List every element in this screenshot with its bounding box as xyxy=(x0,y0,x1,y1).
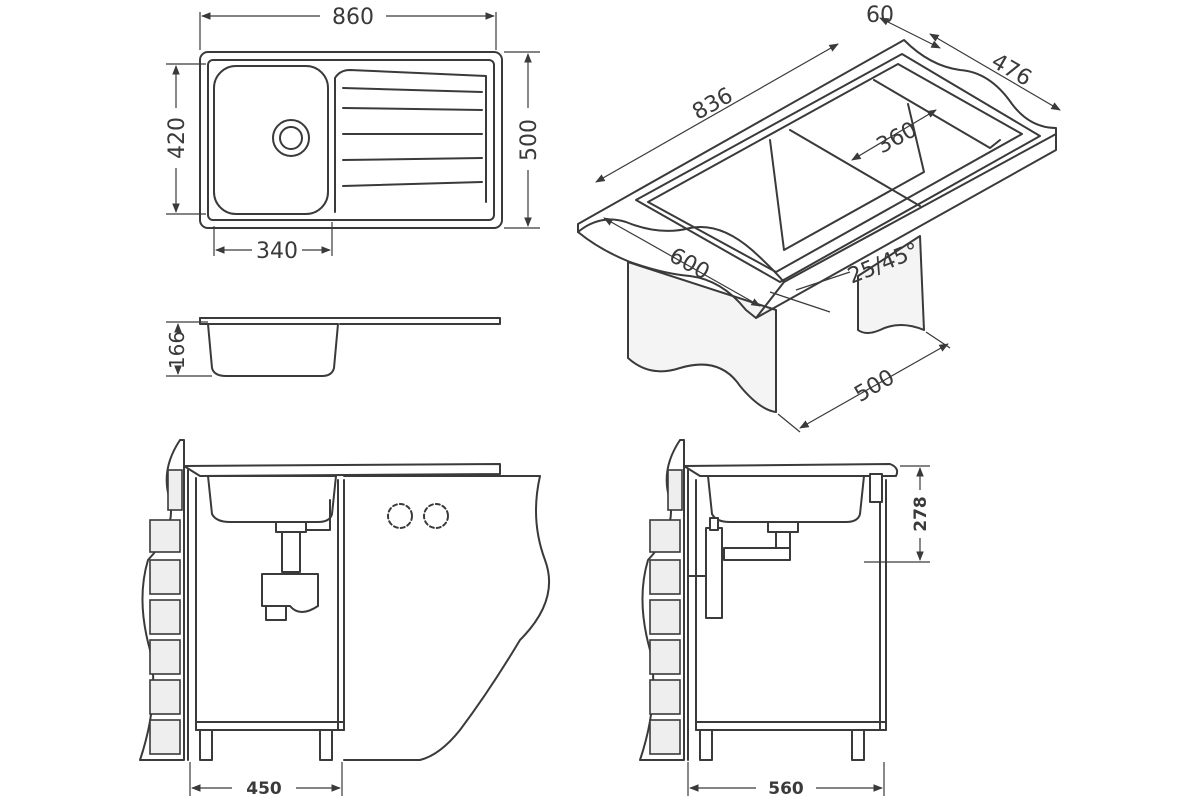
dim-side-depth: 166 xyxy=(165,331,189,369)
cabinet-foot xyxy=(199,729,213,761)
dim-side-view-height: 278 xyxy=(911,496,931,532)
side-cabinet-view: 278 560 xyxy=(639,439,931,799)
side-sink-bowl xyxy=(707,475,865,523)
top-view: 860 420 500 340 xyxy=(165,5,542,264)
dim-iso-offset: 60 xyxy=(866,3,894,28)
dim-iso-cabinet-depth: 500 xyxy=(850,365,899,408)
brick-wall-right xyxy=(639,439,685,761)
plumbing-icon xyxy=(687,517,799,619)
side-profile-view: 166 xyxy=(165,317,501,377)
cabinet-foot xyxy=(699,729,713,761)
iso-worktop xyxy=(577,39,1057,283)
dim-front-cabinet-width: 450 xyxy=(246,779,282,799)
brick-wall-left xyxy=(139,439,185,761)
dim-side-cabinet-width: 560 xyxy=(768,779,804,799)
iso-cabinet-front xyxy=(627,261,777,413)
overflow-pipe xyxy=(705,527,723,619)
cabinet-foot xyxy=(851,729,865,761)
drainboard-outline xyxy=(334,69,487,213)
tap-hole-icon xyxy=(387,503,413,529)
cabinet-foot xyxy=(319,729,333,761)
dim-iso-length: 836 xyxy=(688,83,737,125)
front-cabinet-view: 450 xyxy=(139,439,551,799)
siphon-icon xyxy=(261,499,331,621)
front-sink-bowl xyxy=(207,475,337,523)
isometric-view: 836 60 476 360 600 25/45° 500 xyxy=(577,3,1061,433)
dim-top-height-outer: 500 xyxy=(517,119,542,161)
tap-hole-icon xyxy=(423,503,449,529)
dim-top-height-inner: 420 xyxy=(165,117,190,159)
dim-top-width: 860 xyxy=(332,5,374,30)
drainboard-grooves xyxy=(342,87,483,187)
drain-icon xyxy=(272,119,310,157)
bowl-outline xyxy=(213,65,329,215)
dim-bowl-width: 340 xyxy=(256,239,298,264)
